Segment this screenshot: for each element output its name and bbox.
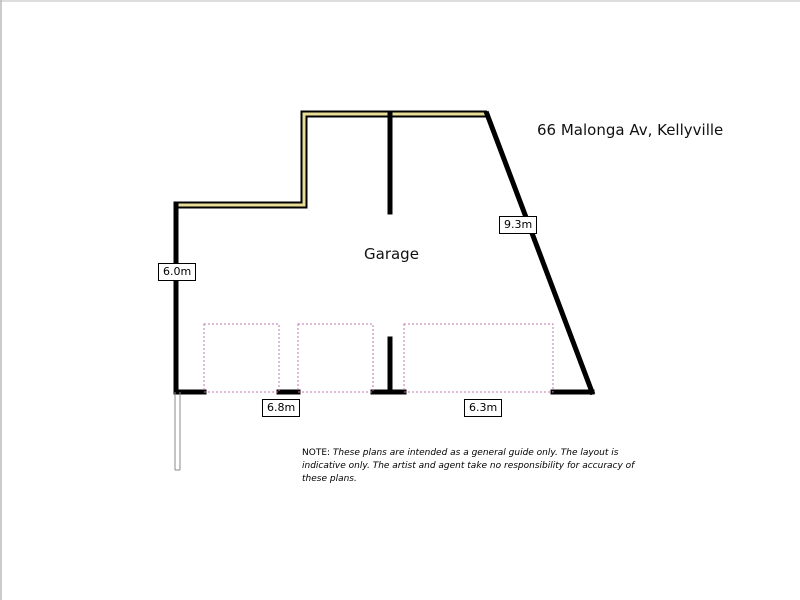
top-exterior-wall-outer (176, 110, 487, 209)
dimension-left-wall: 6.0m (158, 263, 197, 281)
note-label: NOTE: (302, 448, 331, 458)
property-address: 66 Malonga Av, Kellyville (537, 121, 724, 139)
garage-door-2 (297, 323, 374, 393)
dimension-bottom-right: 6.3m (464, 399, 503, 417)
disclaimer-note: NOTE: These plans are intended as a gene… (302, 447, 642, 486)
room-label-garage: Garage (364, 245, 419, 263)
right-wall (483, 110, 596, 396)
note-text: These plans are intended as a general gu… (302, 448, 635, 484)
garage-door-1 (203, 323, 280, 393)
dimension-bottom-left: 6.8m (262, 399, 301, 417)
garage-door-3 (403, 323, 554, 393)
dimension-right-wall: 9.3m (499, 216, 538, 234)
top-exterior-wall-inner (176, 112, 487, 207)
